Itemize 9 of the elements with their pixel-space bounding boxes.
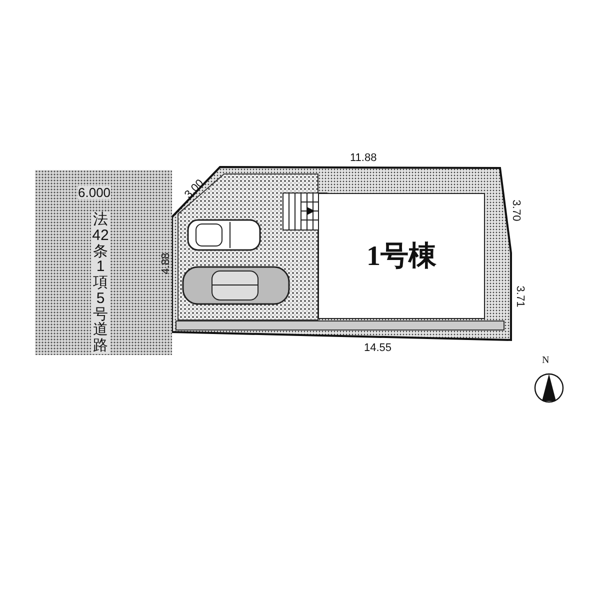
dimension-label: 6.000 — [78, 186, 111, 199]
road-label: 法42条1項5号道路 — [91, 212, 110, 354]
dimension-label: 3.70 — [510, 200, 522, 222]
compass-letter: N — [542, 356, 550, 366]
dimension-label: 11.88 — [350, 153, 377, 164]
dimension-label: 14.55 — [364, 343, 392, 354]
building-label: 1号棟 — [318, 193, 485, 319]
dimension-label: 4.88 — [161, 252, 172, 274]
dimension-label: 3.71 — [514, 286, 526, 308]
